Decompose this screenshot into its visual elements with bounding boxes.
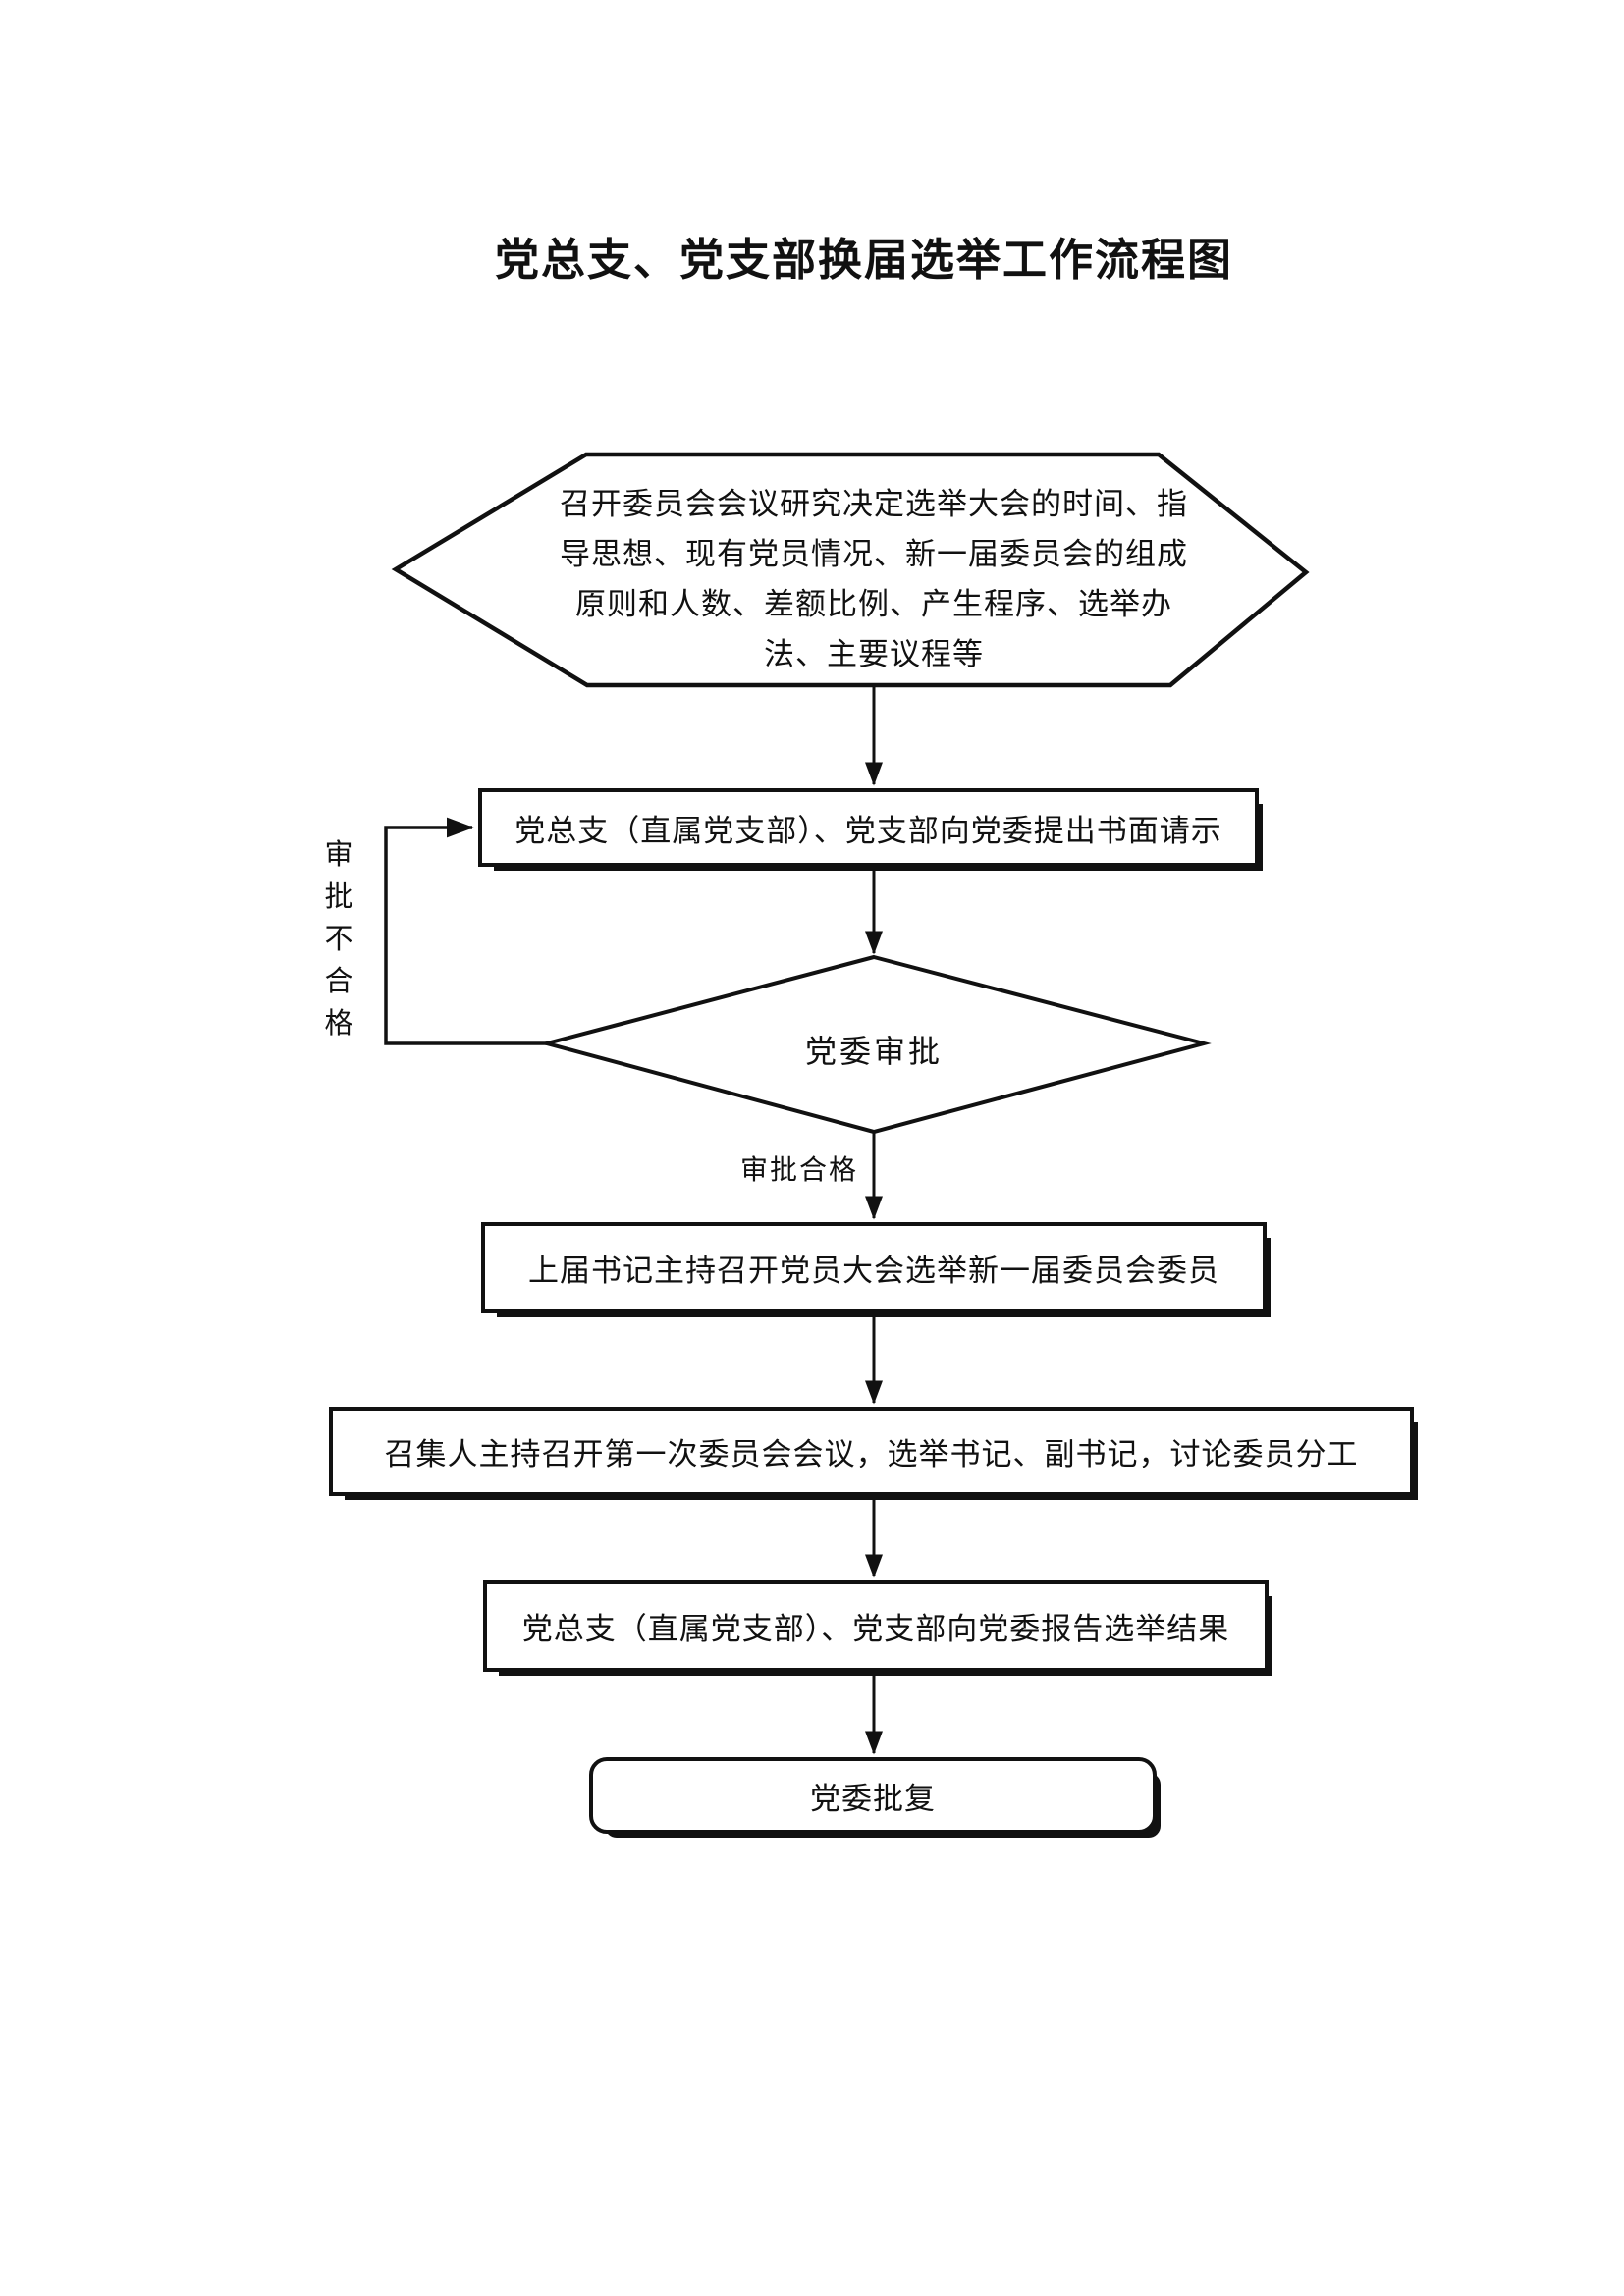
fail-label: 审批不合格 — [324, 839, 353, 1040]
report-box: 党总支（直属党支部）、党支部向党委报告选举结果 — [483, 1580, 1269, 1672]
start-hexagon-text: 召开委员会会议研究决定选举大会的时间、指 导思想、现有党员情况、新一届委员会的组… — [432, 479, 1316, 679]
pass-label: 审批合格 — [739, 1155, 858, 1186]
congress-box: 上届书记主持召开党员大会选举新一届委员会委员 — [481, 1222, 1267, 1313]
hexagon-line-4: 法、主要议程等 — [764, 637, 984, 671]
approval-box: 党委批复 — [589, 1757, 1157, 1834]
page-title: 党总支、党支部换届选举工作流程图 — [494, 236, 1234, 285]
decision-diamond-label: 党委审批 — [804, 1034, 944, 1069]
hexagon-line-3: 原则和人数、差额比例、产生程序、选举办 — [575, 587, 1172, 621]
first-meeting-box: 召集人主持召开第一次委员会会议，选举书记、副书记，讨论委员分工 — [329, 1407, 1414, 1496]
hexagon-line-1: 召开委员会会议研究决定选举大会的时间、指 — [560, 487, 1188, 521]
feedback-arrow-fail — [384, 817, 547, 1045]
start-hexagon-shape — [391, 452, 1310, 688]
hexagon-line-2: 导思想、现有党员情况、新一届委员会的组成 — [560, 537, 1188, 571]
request-box: 党总支（直属党支部）、党支部向党委提出书面请示 — [478, 788, 1259, 867]
